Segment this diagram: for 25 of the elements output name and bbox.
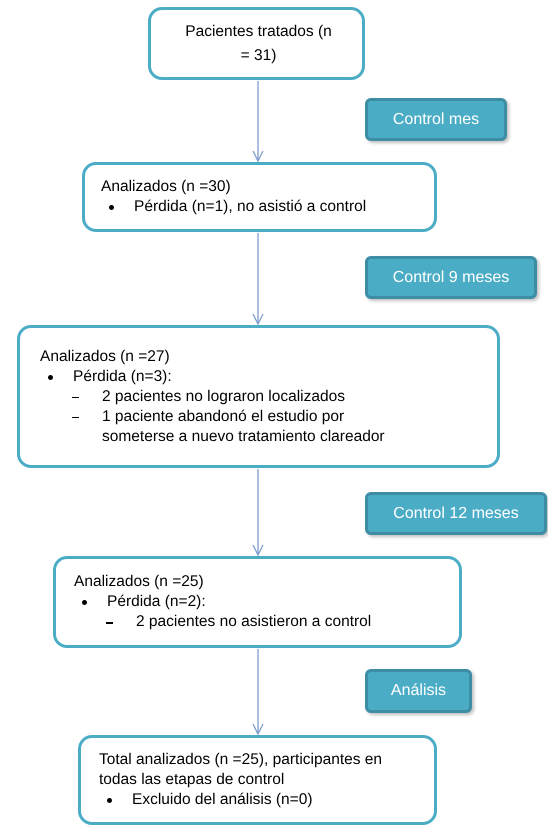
process-box	[17, 325, 500, 468]
process-box	[148, 7, 365, 80]
bullet-item: Pérdida (n=3):	[40, 366, 489, 386]
dash-item: 2 pacientes no asistieron a control	[74, 612, 451, 632]
arrow	[252, 649, 264, 735]
process-box	[53, 556, 462, 648]
process-box	[78, 735, 437, 825]
stage-label: Control mes	[365, 98, 507, 141]
box-heading: Analizados (n =30)	[101, 177, 232, 197]
dash-item: 1 paciente abandonó el estudio por someterse a nuevo tratamiento clareador	[40, 406, 489, 446]
bullet-item: Excluido del análisis (n=0)	[99, 790, 426, 810]
process-box	[82, 162, 437, 232]
bullet-item: Pérdida (n=1), no asistió a control	[101, 197, 426, 217]
box-text: Pacientes tratados (n = 31)	[184, 22, 333, 66]
arrow	[252, 233, 264, 325]
stage-label: Control 12 meses	[365, 492, 547, 535]
arrow	[252, 469, 264, 556]
stage-label: Control 9 meses	[365, 256, 537, 299]
arrow	[252, 81, 264, 162]
stage-label: Análisis	[365, 669, 472, 713]
box-heading: Analizados (n =25)	[74, 572, 205, 592]
box-heading: Analizados (n =27)	[40, 346, 171, 366]
box-heading: Total analizados (n =25), participantes en todas las etapas de control	[99, 750, 384, 790]
bullet-item: Pérdida (n=2):	[74, 592, 451, 612]
dash-item: 2 pacientes no lograron localizados	[40, 386, 489, 406]
